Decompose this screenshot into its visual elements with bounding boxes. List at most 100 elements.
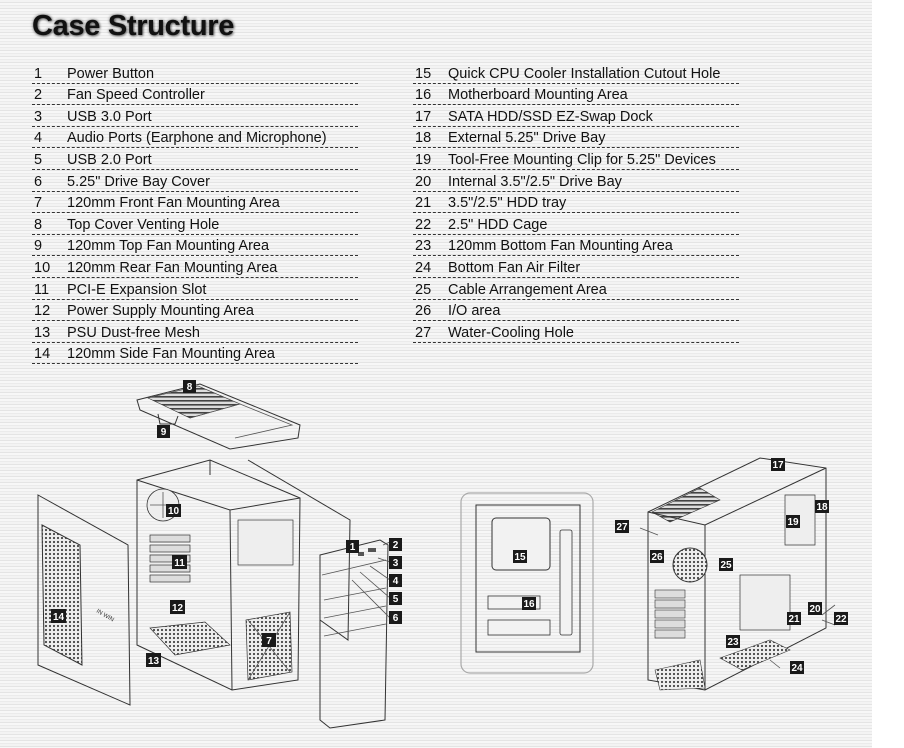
callout-23: 23 — [726, 635, 740, 648]
list-item: 25 Cable Arrangement Area — [413, 278, 739, 300]
part-number: 9 — [34, 238, 43, 255]
list-item: 26 I/O area — [413, 300, 739, 322]
part-label: Water-Cooling Hole — [448, 324, 574, 341]
part-number: 5 — [34, 151, 43, 168]
callout-9: 9 — [157, 425, 170, 438]
callout-20: 20 — [808, 602, 822, 615]
front-bezel-illustration — [319, 539, 391, 729]
svg-text:1: 1 — [350, 542, 356, 553]
list-item: 1 Power Button — [32, 62, 358, 84]
part-label: Top Cover Venting Hole — [67, 216, 220, 233]
part-label: Motherboard Mounting Area — [448, 87, 628, 104]
list-item: 10 120mm Rear Fan Mounting Area — [32, 256, 358, 278]
part-label: 120mm Rear Fan Mounting Area — [67, 259, 278, 276]
list-item: 27 Water-Cooling Hole — [413, 321, 739, 343]
part-label: Tool-Free Mounting Clip for 5.25" Device… — [448, 151, 716, 168]
callout-1: 1 — [346, 540, 359, 553]
svg-text:22: 22 — [835, 614, 847, 625]
part-label: Power Button — [67, 65, 155, 82]
part-number: 3 — [34, 108, 43, 125]
part-label: Internal 3.5"/2.5" Drive Bay — [448, 173, 622, 190]
part-label: Bottom Fan Air Filter — [448, 259, 581, 276]
parts-list-right: 15 Quick CPU Cooler Installation Cutout H… — [413, 62, 739, 343]
part-number: 18 — [415, 130, 432, 147]
svg-text:11: 11 — [174, 558, 185, 569]
part-number: 27 — [415, 324, 432, 341]
part-number: 7 — [34, 195, 43, 212]
svg-text:5: 5 — [393, 594, 399, 605]
part-label: PSU Dust-free Mesh — [67, 324, 200, 341]
callout-21: 21 — [787, 612, 801, 625]
part-number: 11 — [34, 281, 50, 298]
part-number: 4 — [34, 130, 43, 147]
part-label: I/O area — [448, 303, 501, 320]
side-panel-illustration: IN WIN — [37, 494, 131, 706]
part-number: 15 — [415, 65, 432, 82]
manual-page: Case Structure 1 Power Button 2 Fan Speed … — [0, 0, 872, 748]
part-label: Audio Ports (Earphone and Microphone) — [67, 130, 327, 147]
list-item: 20 Internal 3.5"/2.5" Drive Bay — [413, 170, 739, 192]
motherboard-tray-illustration — [460, 492, 594, 674]
part-number: 21 — [415, 195, 432, 212]
callout-15: 15 — [513, 550, 527, 563]
callout-7: 7 — [262, 633, 276, 647]
callout-3: 3 — [389, 556, 402, 569]
part-label: Fan Speed Controller — [67, 87, 205, 104]
svg-text:4: 4 — [393, 576, 399, 587]
part-label: 3.5"/2.5" HDD tray — [448, 195, 567, 212]
part-number: 2 — [34, 87, 43, 104]
part-number: 8 — [34, 216, 43, 233]
callout-22: 22 — [834, 612, 848, 625]
svg-text:21: 21 — [788, 614, 800, 625]
svg-text:16: 16 — [523, 599, 535, 610]
callout-10: 10 — [166, 504, 181, 517]
part-number: 10 — [34, 259, 51, 276]
part-label: Power Supply Mounting Area — [67, 303, 254, 320]
svg-text:17: 17 — [772, 460, 784, 471]
list-item: 8 Top Cover Venting Hole — [32, 213, 358, 235]
part-number: 12 — [34, 303, 51, 320]
callout-4: 4 — [389, 574, 402, 587]
part-number: 22 — [415, 216, 432, 233]
part-number: 20 — [415, 173, 432, 190]
svg-text:19: 19 — [787, 517, 799, 528]
svg-text:27: 27 — [616, 522, 628, 533]
part-label: 120mm Top Fan Mounting Area — [67, 238, 270, 255]
svg-text:23: 23 — [727, 637, 739, 648]
brand-logo: IN WIN — [95, 609, 115, 624]
list-item: 19 Tool-Free Mounting Clip for 5.25" Devi… — [413, 148, 739, 170]
svg-text:18: 18 — [816, 502, 828, 513]
part-number: 26 — [415, 303, 432, 320]
part-number: 19 — [415, 151, 432, 168]
svg-text:20: 20 — [809, 604, 821, 615]
list-item: 4 Audio Ports (Earphone and Microphone) — [32, 127, 358, 149]
callout-11: 11 — [172, 555, 187, 569]
part-label: 120mm Side Fan Mounting Area — [67, 346, 275, 363]
page-title: Case Structure — [32, 10, 235, 42]
list-item: 2 Fan Speed Controller — [32, 84, 358, 106]
part-label: 2.5" HDD Cage — [448, 216, 548, 233]
part-number: 23 — [415, 238, 432, 255]
part-number: 25 — [415, 281, 432, 298]
svg-text:25: 25 — [720, 560, 732, 571]
list-item: 9 120mm Top Fan Mounting Area — [32, 235, 358, 257]
list-item: 22 2.5" HDD Cage — [413, 213, 739, 235]
list-item: 18 External 5.25" Drive Bay — [413, 127, 739, 149]
part-label: External 5.25" Drive Bay — [448, 130, 606, 147]
part-label: Quick CPU Cooler Installation Cutout Hol… — [448, 65, 721, 82]
callout-2: 2 — [389, 538, 402, 551]
part-number: 1 — [34, 65, 43, 82]
part-label: Cable Arrangement Area — [448, 281, 607, 298]
part-label: USB 2.0 Port — [67, 151, 152, 168]
callout-14: 14 — [51, 609, 66, 623]
part-label: 5.25" Drive Bay Cover — [67, 173, 210, 190]
callout-6: 6 — [389, 611, 402, 624]
